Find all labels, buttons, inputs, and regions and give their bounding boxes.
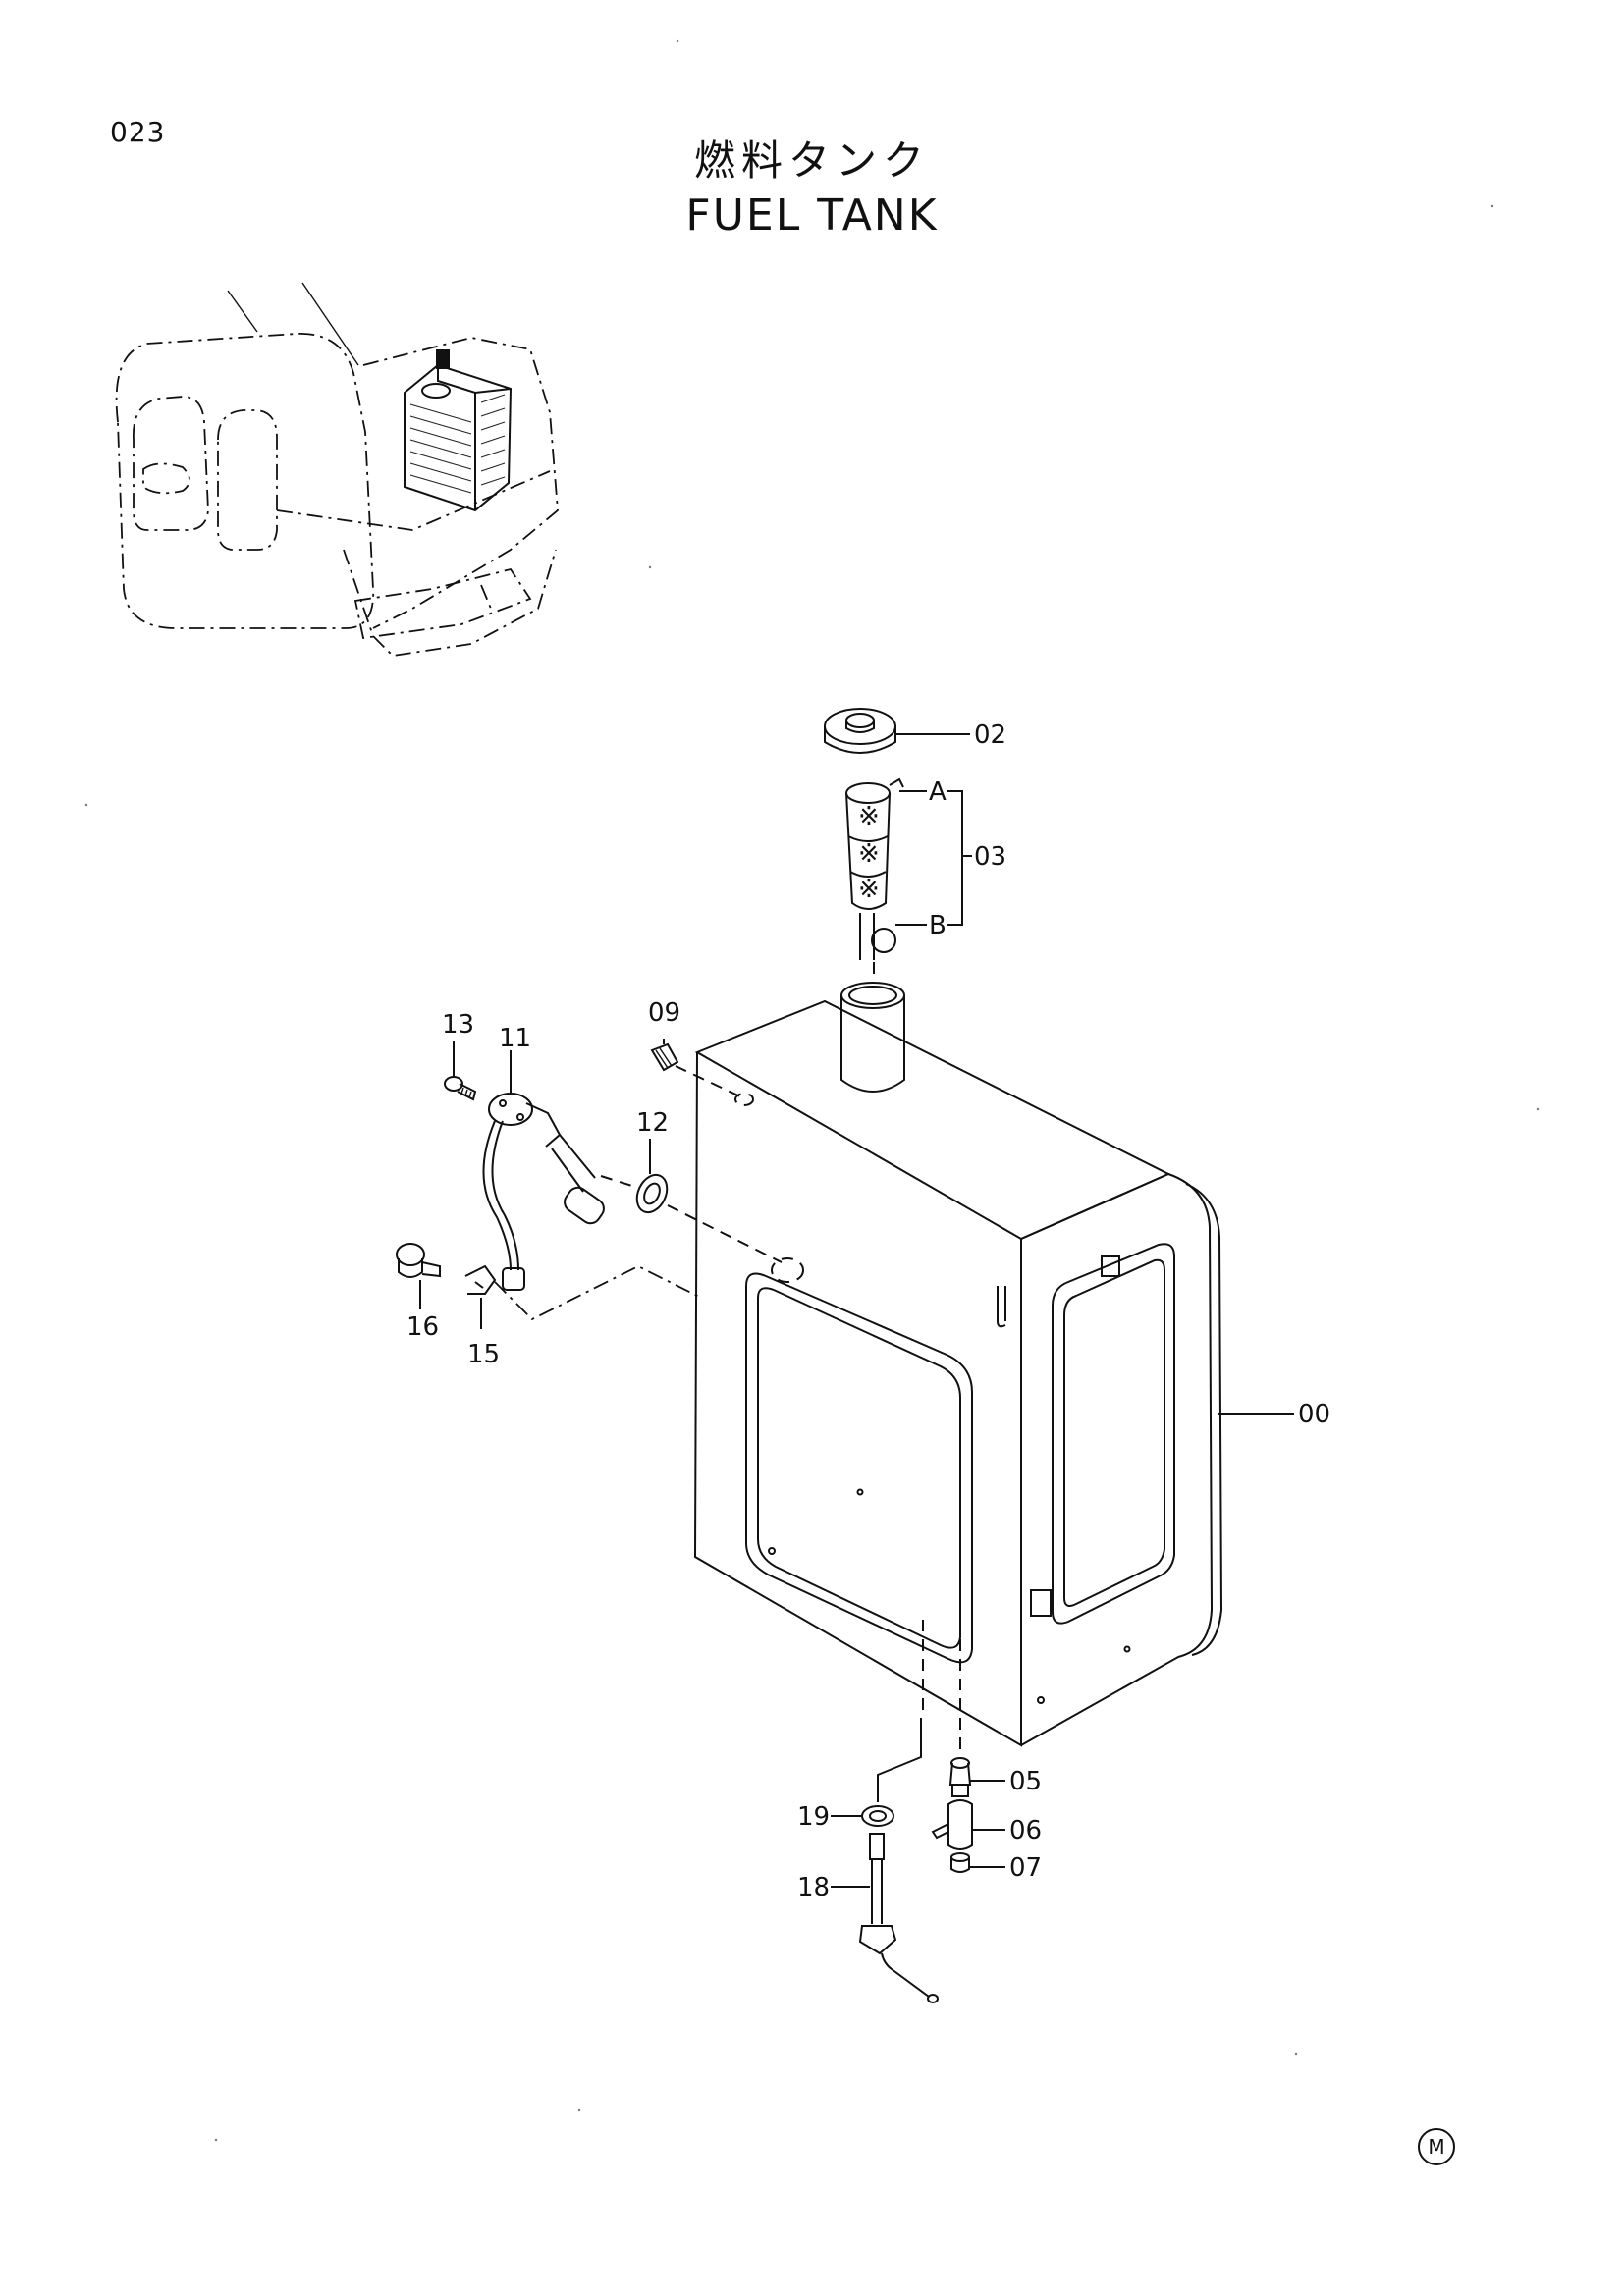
clip-15 (464, 1264, 497, 1295)
leader-lines (419, 733, 1294, 1888)
callout-05: 05 (1009, 1767, 1042, 1796)
cap-07 (950, 1852, 970, 1873)
gasket-12 (635, 1173, 669, 1214)
callout-a: A (929, 777, 947, 807)
callout-12: 12 (636, 1108, 669, 1138)
svg-text:※: ※ (858, 875, 880, 904)
callout-18: 18 (797, 1873, 830, 1902)
drain-valve-05 (948, 1757, 972, 1797)
plug-09 (650, 1042, 679, 1072)
callout-11: 11 (499, 1024, 531, 1053)
scan-specks (84, 39, 1540, 2142)
callout-00: 00 (1298, 1400, 1330, 1429)
bolt-16 (396, 1243, 441, 1278)
callout-09: 09 (648, 998, 680, 1028)
callout-03: 03 (974, 842, 1006, 872)
page-number: 023 (110, 116, 166, 148)
filler-cap-02 (824, 708, 896, 754)
svg-text:※: ※ (858, 839, 880, 869)
washer-19 (861, 1805, 894, 1827)
fuel-sensor-11 (482, 1093, 605, 1291)
part-callouts: 02 A B 03 00 09 11 13 12 15 16 05 06 07 … (406, 721, 1330, 1902)
callout-19: 19 (797, 1802, 830, 1832)
callout-07: 07 (1009, 1853, 1042, 1883)
manufacturer-mark: M (1418, 2128, 1455, 2165)
machine-locator-view (115, 282, 559, 657)
svg-text:※: ※ (858, 802, 880, 831)
fuel-tank-location-highlight (404, 349, 513, 512)
title-japanese: 燃料タンク (693, 136, 930, 185)
callout-15: 15 (467, 1340, 500, 1369)
strainer-03: ※ ※ ※ (845, 777, 904, 960)
valve-body-06 (931, 1799, 973, 1850)
title-block: 燃料タンク FUEL TANK (0, 133, 1624, 243)
screw-13 (444, 1076, 477, 1101)
drain-hose-18 (858, 1833, 939, 2003)
callout-06: 06 (1009, 1816, 1042, 1845)
title-english: FUEL TANK (685, 190, 939, 240)
callout-02: 02 (974, 721, 1006, 750)
callout-16: 16 (406, 1312, 439, 1342)
callout-13: 13 (442, 1010, 474, 1040)
callout-b: B (929, 911, 947, 940)
fuel-tank-body (693, 982, 1223, 1747)
